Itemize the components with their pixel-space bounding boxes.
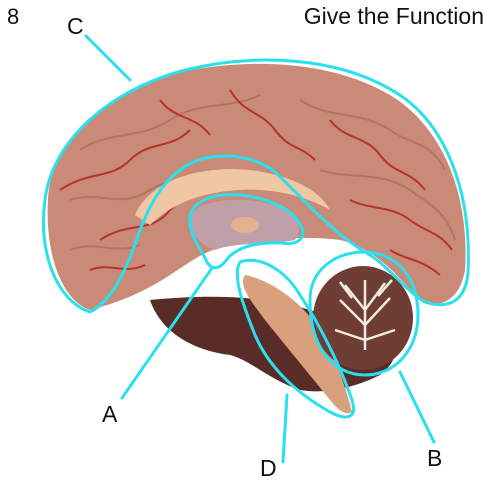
thalamus-core xyxy=(231,217,259,233)
arbor-vitae xyxy=(334,279,396,350)
question-number: 8 xyxy=(7,4,20,29)
leader-line-c xyxy=(84,34,132,82)
leader-line-a xyxy=(120,266,214,400)
leader-line-b xyxy=(398,370,436,444)
outline-c xyxy=(41,58,470,314)
label-d: D xyxy=(260,455,277,481)
leader-line-d xyxy=(281,393,289,464)
outline-d xyxy=(235,258,355,419)
corpus-callosum xyxy=(135,169,330,225)
brainstem xyxy=(242,275,352,414)
outline-b xyxy=(308,250,420,377)
brain-illustration xyxy=(47,63,466,414)
label-b: B xyxy=(427,445,443,471)
cerebellum xyxy=(313,266,413,370)
gyri-texture xyxy=(69,94,456,251)
outline-a xyxy=(188,193,305,270)
label-c: C xyxy=(67,13,84,39)
label-a: A xyxy=(102,401,118,427)
prompt-text: Give the Function xyxy=(303,3,484,29)
